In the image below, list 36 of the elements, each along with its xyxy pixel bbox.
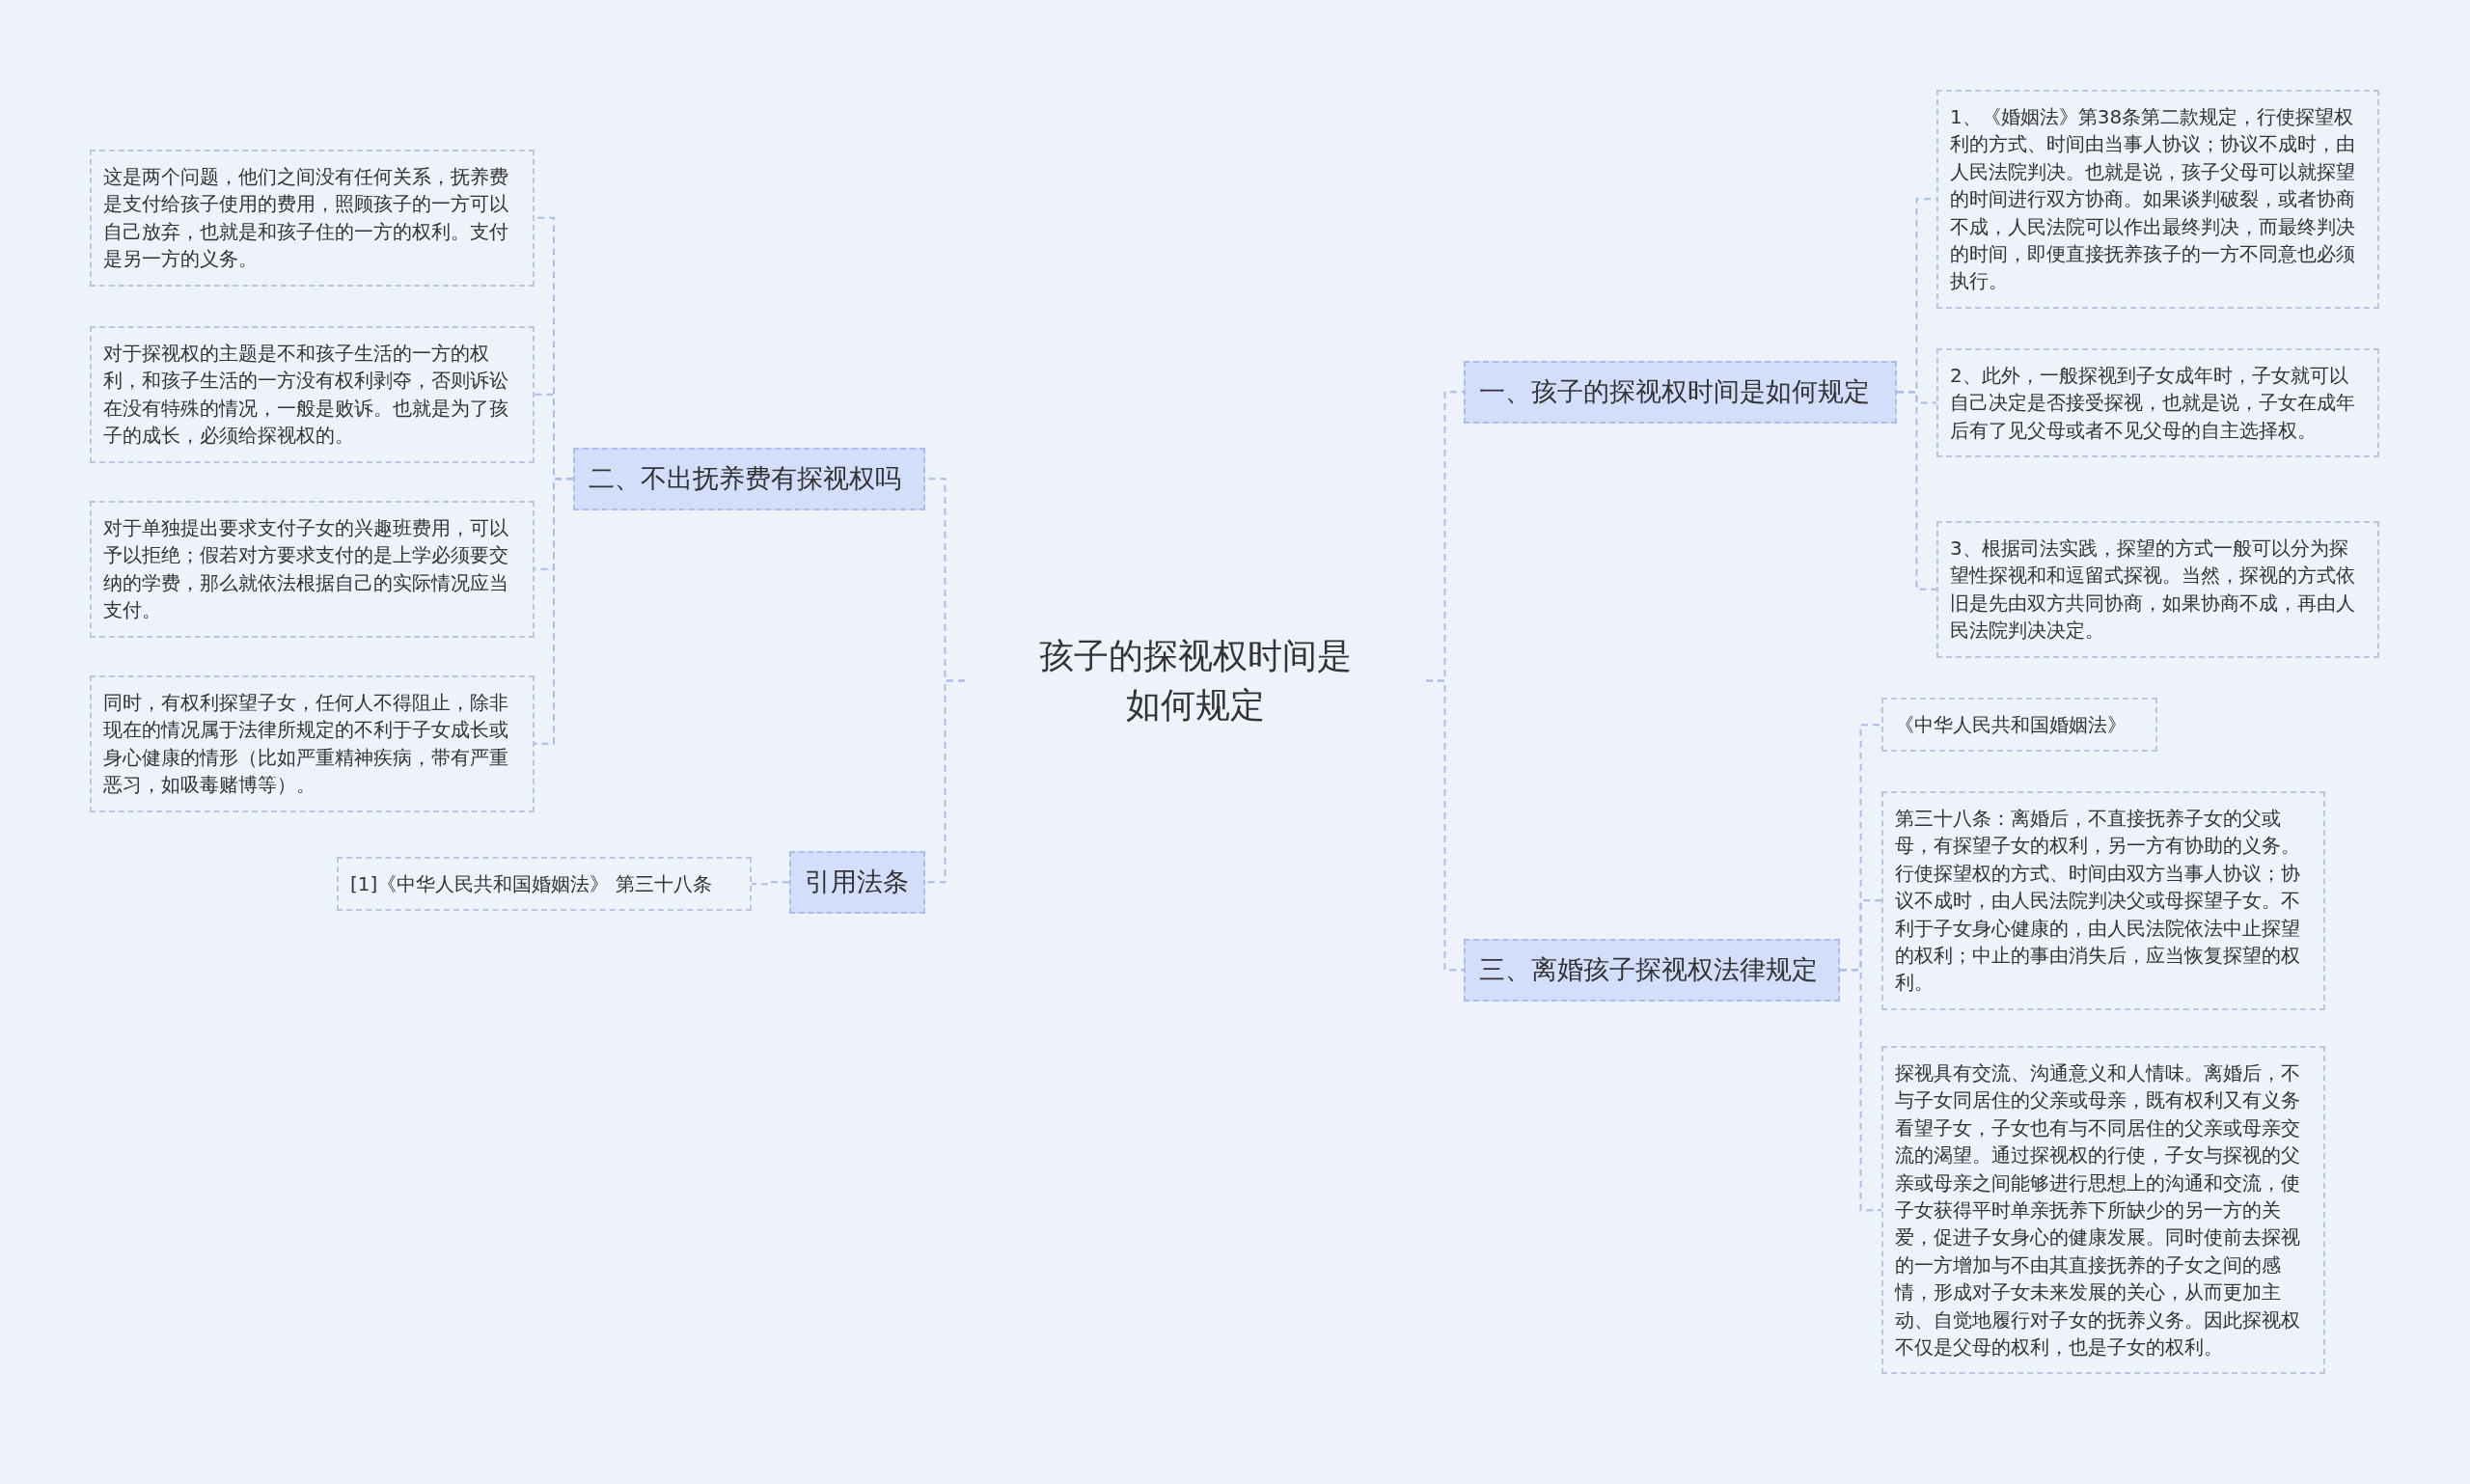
topic-text: 三、离婚孩子探视权法律规定 (1479, 953, 1819, 986)
topic-box (1464, 939, 1840, 1002)
note-box (1881, 698, 2157, 753)
note-text: 同时，有权利探望子女，任何人不得阻止，除非现在的情况属于法律所规定的不利于子女成长或身心健康的情形（比如严重精神疾病，带有严重恶习，如吸毒赌博等）。 (103, 690, 509, 799)
connector-line (1425, 679, 1465, 972)
note-box (1936, 90, 2379, 309)
topic-text: 引用法条 (805, 866, 910, 898)
topic-box (789, 851, 925, 914)
note-text: 探视具有交流、沟通意义和人情味。离婚后，不与子女同居住的父亲或母亲，既有权利又有义务看望子女，子女也有与不同居住的父亲或母亲交流的渴望。通过探视权的行使，子女与探视的父亲或母亲之间能够进行思想上的沟通和交流，使子女获得平时单亲抚养下所缺少的另一方的关爱，促进子女身心的健康发展。同时使前去探视的一方增加与不由其直接抚养的子女之间的感情，形成对子女未来发展的关心，从而更加主动、自觉地履行对子女的抚养义务。因此探视权不仅是父母的权利，也是子女的权利。 (1895, 1060, 2301, 1360)
note-text: 对于单独提出要求支付子女的兴趣班费用，可以予以拒绝；假若对方要求支付的是上学必须要交纳的学费，那么就依法根据自己的实际情况应当支付。 (103, 515, 509, 624)
topic-box (1464, 361, 1897, 424)
note-box (90, 501, 535, 638)
note-text: 1、《婚姻法》第38条第二款规定，行使探望权利的方式、时间由当事人协议；协议不成时，由人民法院判决。也就是说，孩子父母可以就探望的时间进行双方协商。如果谈判破裂，或者协商不成，人民法院可以作出最终判决，而最终判决的时间，即便直接抚养孩子的一方不同意也必须执行。 (1950, 104, 2356, 295)
connector-line (1896, 391, 1937, 591)
note-text: 对于探视权的主题是不和孩子生活的一方的权利，和孩子生活的一方没有权利剥夺，否则诉讼在没有特殊的情况，一般是败诉。也就是为了孩子的成长，必须给探视权的。 (103, 341, 509, 450)
note-box (1936, 521, 2379, 658)
note-text: [1]《中华人民共和国婚姻法》 第三十八条 (350, 871, 713, 897)
connector-line (1839, 969, 1882, 1212)
connector-line (751, 881, 790, 886)
note-text: 2、此外，一般探视到子女成年时，子女就可以自己决定是否接受探视，也就是说，子女在成年后有了见父母或者不见父母的自主选择权。 (1950, 363, 2356, 444)
topic-text: 孩子的探视权时间是如何规定 (1038, 635, 1353, 727)
note-box (1881, 1046, 2325, 1375)
connector-line (534, 478, 574, 745)
topic-text: 二、不出抚养费有探视权吗 (589, 462, 902, 495)
note-box (90, 675, 535, 812)
note-text: 《中华人民共和国婚姻法》 (1895, 712, 2127, 738)
note-text: 这是两个问题，他们之间没有任何关系，抚养费是支付给孩子使用的费用，照顾孩子的一方可以自己放弃，也就是和孩子住的一方的权利。支付是另一方的义务。 (103, 164, 509, 273)
note-text: 第三十八条：离婚后，不直接抚养子女的父或母，有探望子女的权利，另一方有协助的义务。行使探望权的方式、时间由双方当事人协议；协议不成时，由人民法院判决父或母探望子女。不利于子女身心健康的，由人民法院依法中止探望的权利；中止的事由消失后，应当恢复探望的权利。 (1895, 806, 2301, 997)
note-box (337, 857, 752, 912)
note-box (1936, 348, 2379, 458)
note-text: 3、根据司法实践，探望的方式一般可以分为探望性探视和和逗留式探视。当然，探视的方式依旧是先由双方共同协商，如果协商不成，再由人民法院判决决定。 (1950, 536, 2356, 645)
note-box (90, 326, 535, 463)
topic-text: 一、孩子的探视权时间是如何规定 (1479, 375, 1871, 408)
note-box (90, 150, 535, 287)
note-box (1881, 791, 2325, 1010)
topic-box (573, 448, 925, 510)
